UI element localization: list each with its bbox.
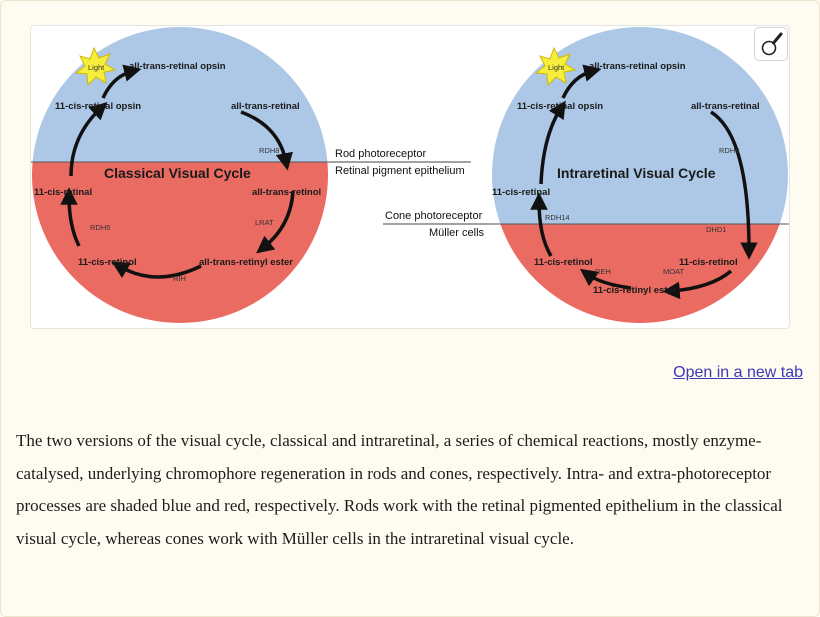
enzyme-reh: REH: [595, 267, 611, 276]
right-label-11-cis-retinol-left: 11-cis-retinol: [534, 257, 593, 268]
right-label-11-cis-retinal-opsin: 11-cis-retinal opsin: [517, 101, 603, 112]
intraretinal-cycle-diagram: Light all-trans-retinal opsin 11-cis-ret…: [492, 27, 789, 323]
intraretinal-cycle-title: Intraretinal Visual Cycle: [557, 165, 716, 181]
right-enzyme-rdh8: RDH8: [719, 146, 739, 155]
label-all-trans-retinyl-ester: all-trans-retinyl ester: [199, 257, 293, 268]
light-label: Light: [88, 63, 105, 72]
enzyme-rdh5: RDH5: [90, 223, 110, 232]
cone-photoreceptor-label: Cone photoreceptor: [385, 210, 483, 222]
label-all-trans-retinal: all-trans-retinal: [231, 101, 300, 112]
enzyme-lrat: LRAT: [255, 218, 274, 227]
enzyme-moat: MOAT: [663, 267, 685, 276]
right-label-all-trans-retinal-opsin: all-trans-retinal opsin: [589, 61, 686, 72]
enzyme-rdh8: RDH8: [259, 146, 279, 155]
classical-cycle-diagram: Light all-trans-retinal opsin 11-cis-ret…: [31, 27, 331, 323]
light-star-icon: Light: [74, 46, 117, 87]
muller-cells-label: Müller cells: [429, 227, 485, 239]
rpe-label: Retinal pigment epithelium: [335, 165, 465, 177]
magnifier-icon: [761, 32, 783, 56]
layer-labels: Rod photoreceptor Retinal pigment epithe…: [331, 148, 501, 239]
label-all-trans-retinal-opsin: all-trans-retinal opsin: [129, 61, 226, 72]
enzyme-rdh14: RDH14: [545, 213, 570, 222]
right-label-11-cis-retinyl-ester: 11-cis-retinyl ester: [593, 285, 677, 296]
zoom-button[interactable]: [754, 27, 788, 61]
enzyme-rih: RIH: [173, 274, 186, 283]
classical-cycle-title: Classical Visual Cycle: [104, 165, 251, 181]
figure-caption: The two versions of the visual cycle, cl…: [16, 431, 783, 548]
label-11-cis-retinol: 11-cis-retinol: [78, 257, 137, 268]
figure-image: Light all-trans-retinal opsin 11-cis-ret…: [30, 25, 790, 329]
right-label-all-trans-retinal: all-trans-retinal: [691, 101, 760, 112]
open-in-new-tab-link[interactable]: Open in a new tab: [673, 364, 803, 381]
label-11-cis-retinal-opsin: 11-cis-retinal opsin: [55, 101, 141, 112]
light-label-right: Light: [548, 63, 565, 72]
enzyme-dhd1: DHD1: [706, 225, 726, 234]
light-star-icon-right: Light: [534, 46, 577, 87]
label-all-trans-retinol: all-trans-retinol: [252, 187, 321, 198]
label-11-cis-retinal: 11-cis-retinal: [34, 187, 92, 198]
right-label-11-cis-retinol-right: 11-cis-retinol: [679, 257, 738, 268]
rod-photoreceptor-label: Rod photoreceptor: [335, 148, 426, 160]
right-label-11-cis-retinal: 11-cis-retinal: [492, 187, 550, 198]
